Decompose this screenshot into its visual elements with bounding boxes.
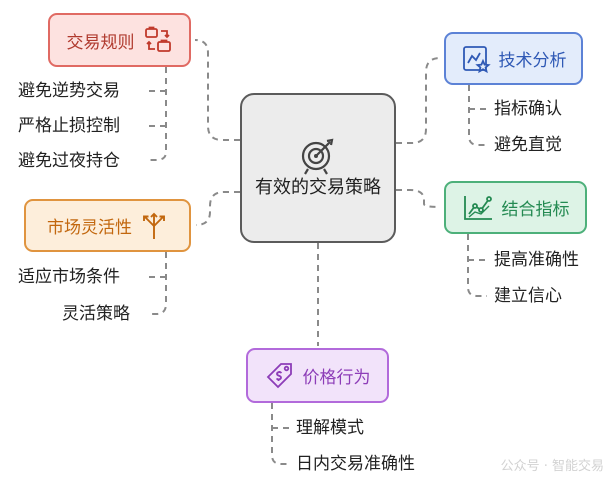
briefcase-exchange-icon — [144, 26, 171, 52]
market-flexibility-item-1: 适应市场条件 — [18, 267, 120, 287]
combined-indicators-item-1: 提高准确性 — [494, 250, 579, 270]
branch-trading-rules-label: 交易规则 — [66, 32, 135, 53]
watermark: 公众号 · 智能交易 — [500, 459, 604, 474]
technical-analysis-item-2: 避免直觉 — [494, 135, 562, 155]
branch-technical-analysis[interactable]: 技术分析 — [444, 32, 583, 85]
connector-trading-rules-items — [148, 67, 167, 161]
connector-market-flexibility-items — [148, 252, 167, 315]
price-action-item-2: 日内交易准确性 — [296, 454, 415, 474]
center-node[interactable]: 有效的交易策略 — [240, 93, 396, 243]
center-title: 有效的交易策略 — [255, 177, 381, 198]
branch-combined-indicators[interactable]: 结合指标 — [444, 181, 587, 234]
branch-price-action-label: 价格行为 — [302, 368, 371, 388]
technical-analysis-item-1: 指标确认 — [494, 99, 562, 119]
branch-price-action[interactable]: 价格行为 — [246, 348, 389, 403]
connector-combined-indicators-items — [467, 234, 487, 297]
connector-price-action-items — [271, 403, 291, 465]
connector-center-technical-analysis — [396, 57, 441, 144]
branch-combined-indicators-label: 结合指标 — [501, 200, 570, 220]
trading-rules-item-1: 避免逆势交易 — [18, 81, 120, 101]
branching-arrows-icon — [143, 212, 165, 239]
chart-star-icon — [462, 45, 491, 73]
combined-indicators-item-2: 建立信心 — [494, 286, 562, 306]
price-action-item-1: 理解模式 — [296, 418, 364, 438]
branch-technical-analysis-label: 技术分析 — [498, 51, 567, 71]
trading-rules-item-3: 避免过夜持仓 — [18, 151, 120, 171]
connector-center-combined-indicators — [396, 189, 441, 208]
price-tag-icon — [266, 362, 292, 388]
connector-technical-analysis-items — [468, 85, 488, 146]
branch-market-flexibility[interactable]: 市场灵活性 — [24, 199, 191, 252]
trading-rules-item-2: 严格止损控制 — [18, 116, 120, 136]
line-chart-icon — [463, 195, 492, 220]
branch-market-flexibility-label: 市场灵活性 — [47, 218, 132, 238]
market-flexibility-item-2: 灵活策略 — [62, 304, 130, 324]
connector-center-market-flexibility — [195, 191, 240, 226]
branch-trading-rules[interactable]: 交易规则 — [48, 13, 191, 67]
connector-center-trading-rules — [194, 39, 240, 141]
target-arrow-icon — [301, 138, 334, 175]
